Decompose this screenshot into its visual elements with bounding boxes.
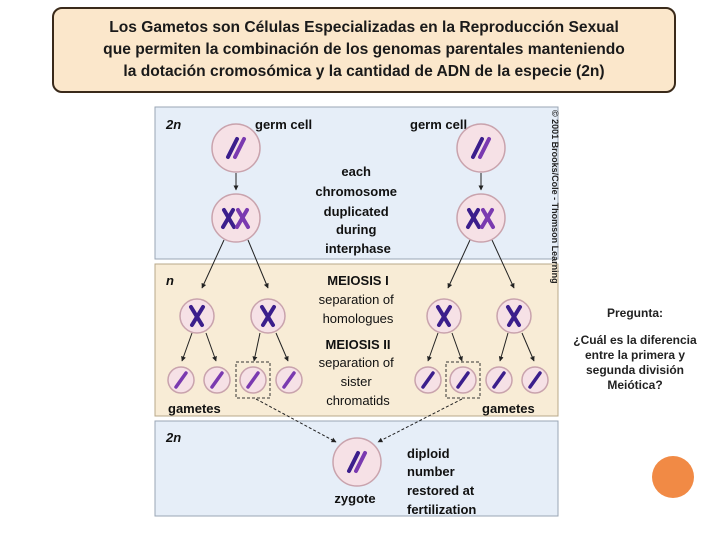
fertilization-arrows [255,398,463,443]
interphase-line-5: interphase [325,241,391,256]
selected-gamete-right [445,361,481,399]
selected-gamete-left [235,361,271,399]
banner-line-1: Los Gametos son Células Especializadas e… [109,19,619,36]
meiosis1-cell-3 [426,298,462,334]
ploidy-label-top: 2n [165,117,181,132]
interphase-line-2: chromosome [315,184,397,199]
gamete-2 [203,366,231,394]
question-line-2: entre la primera y [584,348,686,362]
zygote-cell [332,437,382,487]
meiosis2-title: MEIOSIS II [325,337,390,352]
question-line-3: segunda división [585,363,684,377]
germ-cell-right [456,123,506,173]
banner-line-2: que permiten la combinación de los genom… [103,41,625,58]
meiosis1-cell-4 [496,298,532,334]
ploidy-label-bottom: 2n [165,430,181,445]
banner-line-3: la dotación cromosómica y la cantidad de… [123,63,605,80]
duplicated-cell-right [456,193,506,243]
zygote-label: zygote [334,491,375,506]
germ-cell-label-left: germ cell [255,117,312,132]
gametes-label-right: gametes [482,401,535,416]
meiosis1-cell-2 [250,298,286,334]
germ-cell-left [211,123,261,173]
gamete-5 [414,366,442,394]
gamete-1 [167,366,195,394]
meiosis1-sub: separation of homologues [319,292,398,326]
duplicated-cell-left [211,193,261,243]
meiosis1-title: MEIOSIS I [327,273,388,288]
interphase-label: each chromosome duplicated during interp… [315,164,400,256]
arrows [181,173,535,362]
title-banner: Los Gametos son Células Especializadas e… [52,7,676,93]
ploidy-label-middle: n [166,273,174,288]
gamete-3 [239,366,267,394]
gamete-8 [521,366,549,394]
interphase-line-4: during [336,222,376,237]
interphase-line-1: each [341,164,371,179]
gamete-4 [275,366,303,394]
diploid-label: diploid number restored at fertilization [407,446,478,517]
copyright-text: © 2001 Brooks/Cole - Thomson Learning [550,110,560,284]
interphase-line-3: duplicated [324,204,389,219]
question-text: ¿Cuál es la diferencia entre la primera … [562,333,708,393]
question-line-4: Meiótica? [607,378,663,392]
meiosis1-cell-1 [179,298,215,334]
gametes-label-left: gametes [168,401,221,416]
germ-cell-label-right: germ cell [410,117,467,132]
question-title: Pregunta: [606,306,663,320]
gamete-7 [485,366,513,394]
gamete-6 [449,366,477,394]
meiosis2-sub: separation of sister chromatids [319,355,398,408]
question-line-1: ¿Cuál es la diferencia [573,333,697,347]
cells [167,123,549,487]
accent-circle [652,456,694,498]
